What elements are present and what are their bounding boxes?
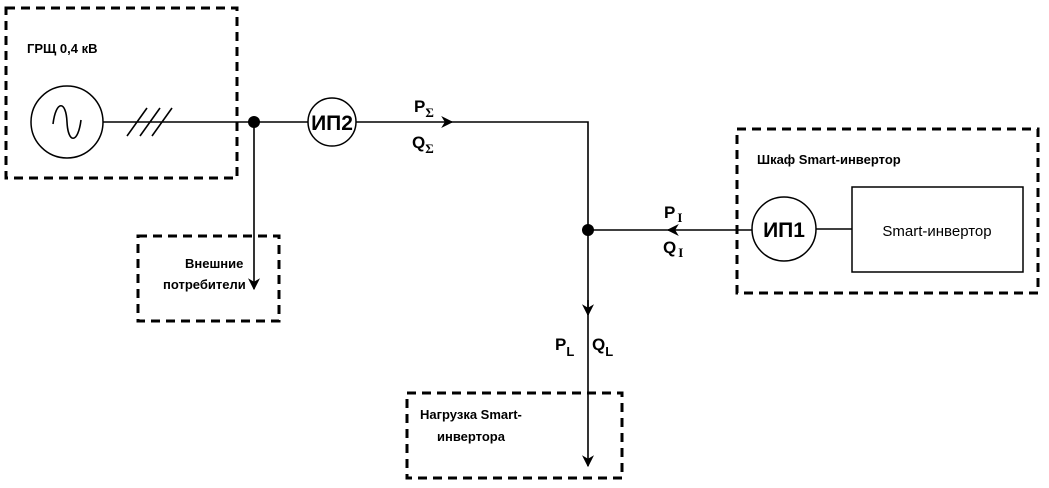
meter-ip2-label: ИП2 — [311, 112, 353, 135]
external-consumers-boundary — [136, 234, 281, 323]
external-consumers-label-1: Внешние — [185, 256, 243, 271]
grid-p-label: PΣ — [414, 97, 434, 120]
load-q-label: QL — [592, 335, 613, 359]
cabinet-boundary — [735, 127, 1040, 295]
switchboard-label: ГРЩ 0,4 кВ — [27, 41, 97, 56]
external-consumers-label-2: потребители — [163, 277, 246, 292]
smart-inverter-label: Smart-инвертор — [882, 223, 991, 240]
load-boundary — [405, 391, 624, 480]
grid-q-label: QΣ — [412, 133, 434, 156]
load-label-1: Нагрузка Smart- — [420, 407, 522, 422]
load-label-2: инвертора — [437, 429, 506, 444]
switchboard-boundary — [4, 6, 239, 180]
load-p-label: PL — [555, 335, 574, 359]
bus-line-2 — [450, 121, 589, 315]
cabinet-label: Шкаф Smart-инвертор — [757, 152, 901, 167]
smart-inverter-block — [851, 186, 1024, 273]
meter-ip1-label: ИП1 — [763, 219, 805, 242]
three-phase-marker-icon — [126, 107, 173, 137]
ac-sine-icon — [52, 104, 82, 140]
